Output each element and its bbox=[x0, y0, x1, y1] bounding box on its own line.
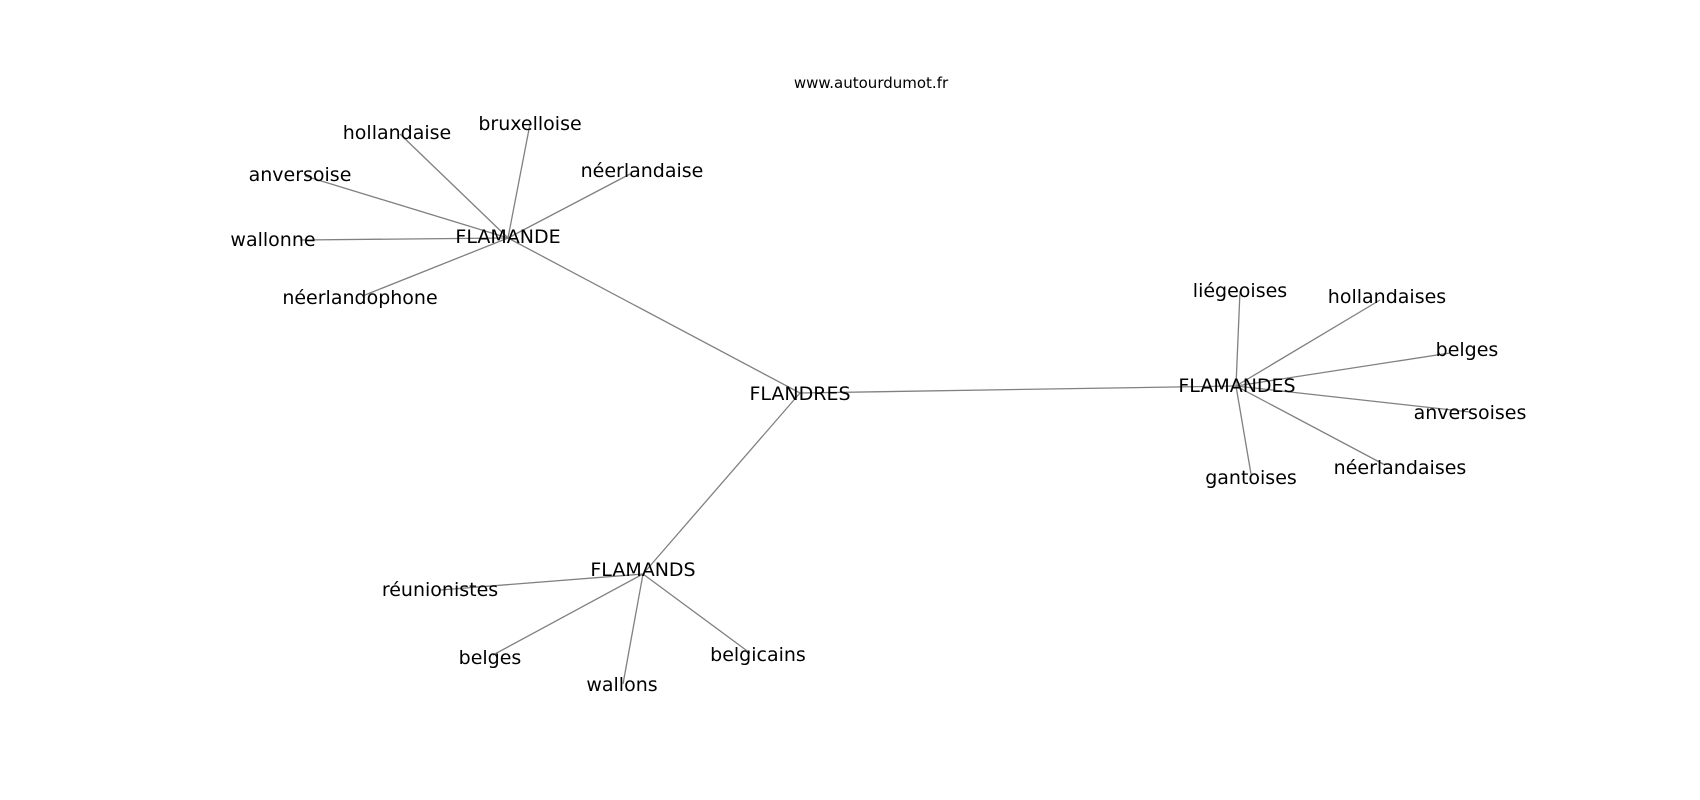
leaf-node-flamande-2[interactable]: néerlandaise bbox=[581, 160, 704, 182]
edge-center-flamandes bbox=[799, 385, 1237, 394]
edge-flamande-leaf-3 bbox=[304, 175, 509, 239]
leaf-node-flamandes-3[interactable]: anversoises bbox=[1414, 402, 1527, 424]
leaf-node-flamandes-2[interactable]: belges bbox=[1436, 339, 1499, 361]
graph-labels: FLANDRES FLAMANDE hollandaise bruxelloise né… bbox=[230, 113, 1526, 696]
edge-center-flamande bbox=[507, 237, 801, 394]
edge-flamandes-leaf-1 bbox=[1235, 299, 1381, 387]
edge-center-flamands bbox=[642, 392, 801, 575]
hub-node-flamande[interactable]: FLAMANDE bbox=[455, 226, 560, 248]
edge-flamandes-leaf-3 bbox=[1235, 385, 1471, 413]
graph-edges bbox=[299, 123, 1471, 685]
edge-flamandes-leaf-0 bbox=[1235, 290, 1241, 387]
leaf-node-flamandes-1[interactable]: hollandaises bbox=[1328, 286, 1446, 308]
leaf-node-flamande-5[interactable]: néerlandophone bbox=[282, 287, 437, 309]
leaf-node-flamandes-4[interactable]: néerlandaises bbox=[1334, 457, 1467, 479]
edge-flamande-leaf-4 bbox=[299, 237, 509, 241]
edge-flamandes-leaf-2 bbox=[1235, 352, 1451, 387]
edge-flamands-leaf-2 bbox=[622, 573, 644, 685]
edge-flamande-leaf-2 bbox=[507, 173, 631, 239]
leaf-node-flamands-3[interactable]: belgicains bbox=[710, 644, 806, 666]
edge-flamands-leaf-0 bbox=[439, 573, 644, 591]
leaf-node-flamande-0[interactable]: hollandaise bbox=[343, 122, 451, 144]
edge-flamande-leaf-1 bbox=[507, 123, 531, 239]
leaf-node-flamandes-5[interactable]: gantoises bbox=[1205, 467, 1297, 489]
hub-node-flamands[interactable]: FLAMANDS bbox=[590, 559, 695, 581]
edge-flamandes-leaf-5 bbox=[1235, 385, 1252, 475]
edge-flamande-leaf-5 bbox=[364, 237, 509, 296]
leaf-node-flamande-4[interactable]: wallonne bbox=[230, 229, 315, 251]
leaf-node-flamands-1[interactable]: belges bbox=[459, 647, 522, 669]
watermark: www.autourdumot.fr bbox=[794, 74, 949, 92]
edge-flamandes-leaf-4 bbox=[1235, 385, 1386, 466]
hub-node-flamandes[interactable]: FLAMANDES bbox=[1178, 375, 1295, 397]
edge-flamande-leaf-0 bbox=[399, 133, 509, 239]
leaf-node-flamands-2[interactable]: wallons bbox=[586, 674, 657, 696]
edge-flamands-leaf-1 bbox=[492, 573, 644, 656]
center-node[interactable]: FLANDRES bbox=[749, 383, 850, 405]
leaf-node-flamands-0[interactable]: réunionistes bbox=[382, 579, 498, 601]
leaf-node-flamandes-0[interactable]: liégeoises bbox=[1193, 280, 1287, 302]
edge-flamands-leaf-3 bbox=[642, 573, 751, 654]
leaf-node-flamande-1[interactable]: bruxelloise bbox=[478, 113, 581, 135]
leaf-node-flamande-3[interactable]: anversoise bbox=[249, 164, 352, 186]
